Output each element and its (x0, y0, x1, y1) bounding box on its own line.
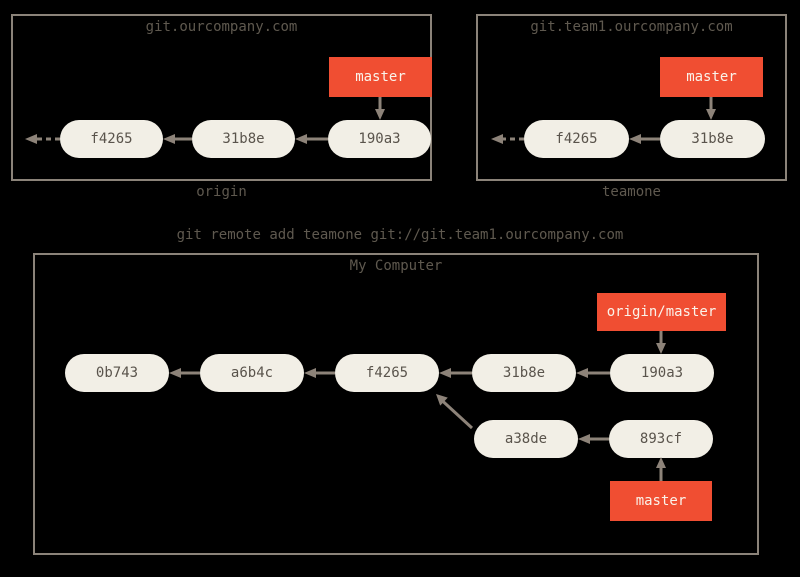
commit-parent-arrow-icon (629, 134, 660, 144)
remote-origin-label: origin (196, 184, 247, 200)
branch-pointer-arrow-icon (656, 331, 666, 354)
remote-teamone-label: teamone (601, 184, 661, 200)
git-command-text: git remote add teamone git://git.team1.o… (176, 227, 624, 243)
branch-pointer-arrow-up-icon (656, 457, 666, 481)
commit-parent-diagonal-arrow-icon (436, 394, 474, 430)
history-continues-arrow-icon (25, 134, 60, 144)
remote-teamone-box (476, 14, 787, 181)
commit-oval: f4265 (60, 120, 163, 158)
branch-pointer-arrow-icon (706, 97, 716, 120)
my-computer-box (33, 253, 759, 555)
branch-label-master-local: master (610, 481, 712, 521)
commit-parent-arrow-icon (578, 434, 609, 444)
commit-oval: f4265 (524, 120, 629, 158)
branch-pointer-arrow-icon (375, 97, 385, 120)
remote-origin-box (11, 14, 432, 181)
commit-oval: 190a3 (610, 354, 714, 392)
commit-parent-arrow-icon (576, 368, 610, 378)
commit-parent-arrow-icon (439, 368, 472, 378)
history-continues-arrow-icon (491, 134, 524, 144)
remote-origin-title: git.ourcompany.com (145, 19, 298, 35)
branch-label-master: master (329, 57, 432, 97)
commit-oval: 31b8e (660, 120, 765, 158)
commit-oval: a6b4c (200, 354, 304, 392)
branch-label-master: master (660, 57, 763, 97)
commit-oval: a38de (474, 420, 578, 458)
commit-oval: 31b8e (192, 120, 295, 158)
remote-teamone-title: git.team1.ourcompany.com (530, 19, 733, 35)
commit-oval: 31b8e (472, 354, 576, 392)
commit-oval: f4265 (335, 354, 439, 392)
commit-parent-arrow-icon (163, 134, 192, 144)
my-computer-title: My Computer (349, 258, 443, 274)
commit-parent-arrow-icon (295, 134, 328, 144)
commit-parent-arrow-icon (304, 368, 335, 378)
commit-oval: 893cf (609, 420, 713, 458)
commit-oval: 190a3 (328, 120, 431, 158)
branch-label-origin-master: origin/master (597, 293, 726, 331)
commit-parent-arrow-icon (169, 368, 200, 378)
commit-oval: 0b743 (65, 354, 169, 392)
